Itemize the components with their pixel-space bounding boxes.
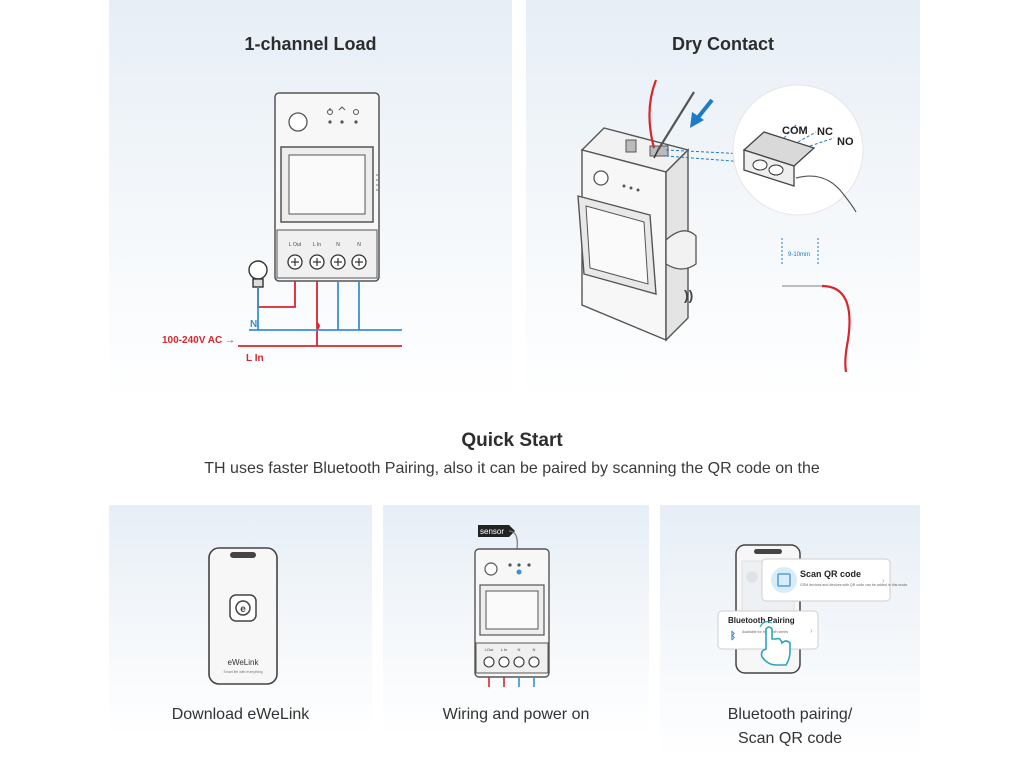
pairing-illustration: Scan QR code GSM devices and devices wit… xyxy=(717,544,908,674)
contact-label-nc: NC xyxy=(817,126,833,138)
step-card-download: e eWeLink Smart life with everything Dow… xyxy=(109,505,372,737)
step-caption-pairing-line2: Scan QR code xyxy=(737,730,843,747)
neutral-label: N xyxy=(250,319,257,330)
mini-terminal-label-3: N xyxy=(518,647,521,652)
tap-hand-icon xyxy=(759,621,791,666)
terminal-screws xyxy=(287,254,367,270)
dry-contact-diagram: )) COM NC NO 9-10mm xyxy=(577,79,864,373)
mini-terminal-label-1: LOut xyxy=(485,647,495,652)
qr-scan-icon xyxy=(777,573,791,587)
live-in-label: L In xyxy=(246,353,264,364)
svg-text:e: e xyxy=(240,604,246,615)
bluetooth-icon: ᛒ xyxy=(730,630,736,642)
terminal-label-l-out: L Out xyxy=(289,242,302,248)
bt-card-chevron-icon: › xyxy=(810,626,813,635)
quick-start-subtitle: TH uses faster Bluetooth Pairing, also i… xyxy=(204,460,820,477)
qr-card-title: Scan QR code xyxy=(800,569,861,579)
status-led-icons xyxy=(327,106,359,115)
phone-ewelink-illustration: e eWeLink Smart life with everything xyxy=(208,547,278,685)
lamp-icon xyxy=(248,260,268,288)
qr-card-desc: GSM devices and devices with QR code can… xyxy=(800,583,908,587)
step-caption-wiring: Wiring and power on xyxy=(442,706,590,723)
voltage-label: 100-240V AC → xyxy=(162,335,235,346)
app-tagline: Smart life with everything xyxy=(223,670,262,674)
sensor-tag: sensor xyxy=(480,527,504,536)
mini-terminal-label-4: N xyxy=(533,647,536,652)
contact-label-com: COM xyxy=(782,125,808,137)
terminal-label-n2: N xyxy=(357,242,361,248)
wiring-power-illustration: sensor LOut L In N N xyxy=(474,525,550,687)
step-card-wiring: sensor LOut L In N N Wiring and power on xyxy=(383,505,649,737)
quick-start-title: Quick Start xyxy=(461,430,563,451)
ewelink-logo-icon: e xyxy=(229,594,257,622)
bt-card-desc: Available for bluetooth series xyxy=(742,630,788,634)
dry-contact-panel: Dry Contact )) xyxy=(526,0,920,402)
qr-card-chevron-icon: › xyxy=(882,576,885,585)
app-name: eWeLink xyxy=(228,658,260,667)
step-caption-download: Download eWeLink xyxy=(171,706,310,723)
load-panel-title: 1-channel Load xyxy=(244,34,377,54)
terminal-label-n1: N xyxy=(336,242,340,248)
load-wiring-diagram: L Out L In N N N 100 xyxy=(162,92,402,364)
strip-length-label: 9-10mm xyxy=(788,252,810,258)
signal-icon: )) xyxy=(684,287,693,303)
dry-panel-title: Dry Contact xyxy=(671,34,774,54)
scan-qr-card: Scan QR code GSM devices and devices wit… xyxy=(761,558,908,602)
load-wiring-panel: 1-channel Load L Out L In N N xyxy=(109,0,512,402)
mini-terminal-label-2: L In xyxy=(501,647,508,652)
step-caption-pairing-line1: Bluetooth pairing/ xyxy=(727,706,853,723)
bt-card-title: Bluetooth Pairing xyxy=(728,616,795,625)
contact-label-no: NO xyxy=(837,136,854,148)
step-card-pairing: Scan QR code GSM devices and devices wit… xyxy=(660,505,920,760)
terminal-label-l-in: L In xyxy=(313,242,321,248)
